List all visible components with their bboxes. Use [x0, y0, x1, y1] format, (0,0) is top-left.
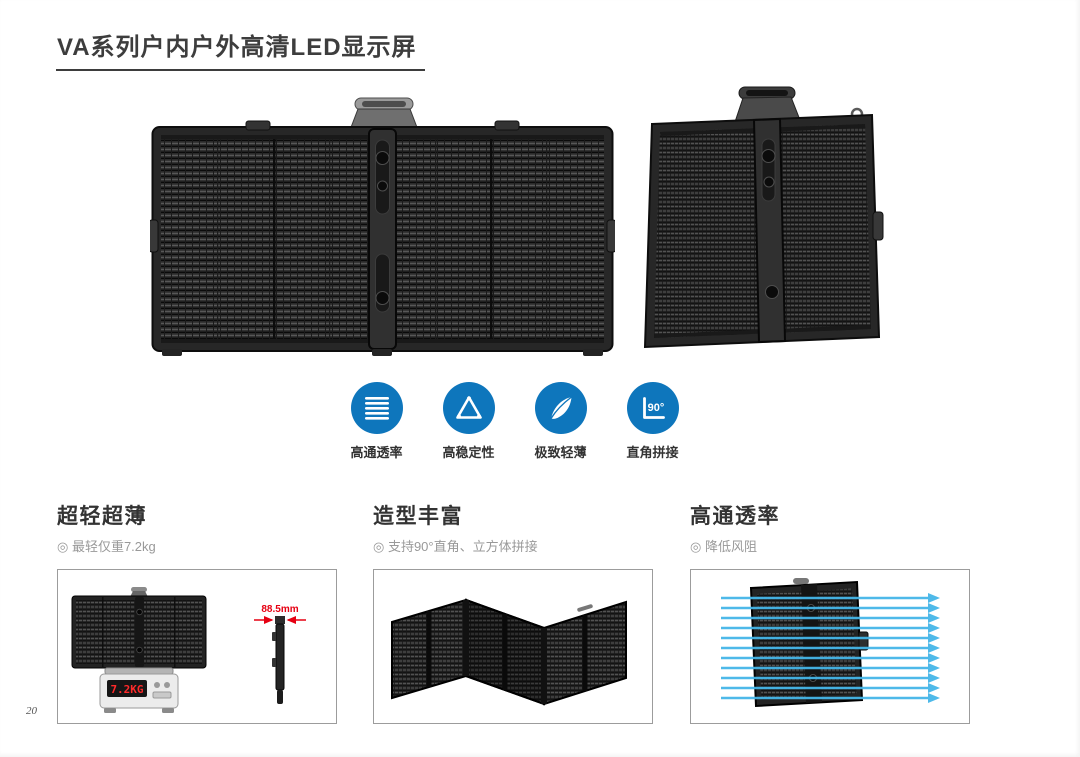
- feature-title: 造型丰富: [373, 505, 463, 528]
- shapes-demo-image: [391, 598, 627, 706]
- feature-title: 高通透率: [690, 505, 780, 528]
- led-panel-front-image: [150, 97, 615, 356]
- led-panel-side-image: [643, 86, 884, 349]
- right-angle-degree-text: 90°: [647, 402, 664, 414]
- airflow-demo-image: [721, 578, 940, 708]
- airflow-arrows: [721, 593, 940, 703]
- badge-label: 直角拼接: [626, 445, 679, 460]
- feather-icon: [534, 382, 587, 434]
- feature-subtitle: ◎ 降低风阻: [690, 539, 757, 554]
- badge-lightweight: 极致轻薄: [531, 382, 590, 461]
- stability-triangle-icon: [442, 382, 495, 434]
- transparency-lines-icon: [350, 382, 403, 434]
- badge-transparency: 高通透率: [347, 382, 406, 461]
- right-angle-icon: 90°: [626, 382, 679, 434]
- feature-transparency: 高通透率 ◎ 降低风阻: [690, 500, 970, 724]
- page-title: VA系列户内户外高清LED显示屏: [56, 27, 425, 71]
- weight-demo-image: 7.2KG 88.5mm: [71, 587, 306, 713]
- feature-shapes: 造型丰富 ◎ 支持90°直角、立方体拼接: [373, 500, 653, 724]
- feature-ultralight: 超轻超薄 ◎ 最轻仅重7.2kg 7.2KG: [57, 500, 337, 724]
- badge-label: 高稳定性: [442, 445, 495, 460]
- badge-label: 高通透率: [350, 445, 403, 460]
- feature-image-airflow: [690, 569, 970, 724]
- feature-badges: 高通透率 高稳定性 极致轻薄: [347, 382, 682, 461]
- feature-image-shapes: [373, 569, 653, 724]
- badge-label: 极致轻薄: [534, 445, 587, 460]
- thickness-dimension-label: 88.5mm: [261, 604, 298, 615]
- feature-subtitle: ◎ 支持90°直角、立方体拼接: [373, 539, 538, 554]
- badge-right-angle: 90° 直角拼接: [623, 382, 682, 461]
- feature-title: 超轻超薄: [57, 505, 147, 528]
- page-number: 20: [26, 705, 37, 717]
- feature-image-weight: 7.2KG 88.5mm: [57, 569, 337, 724]
- badge-stability: 高稳定性: [439, 382, 498, 461]
- feature-subtitle: ◎ 最轻仅重7.2kg: [57, 539, 156, 554]
- weight-readout: 7.2KG: [110, 683, 143, 696]
